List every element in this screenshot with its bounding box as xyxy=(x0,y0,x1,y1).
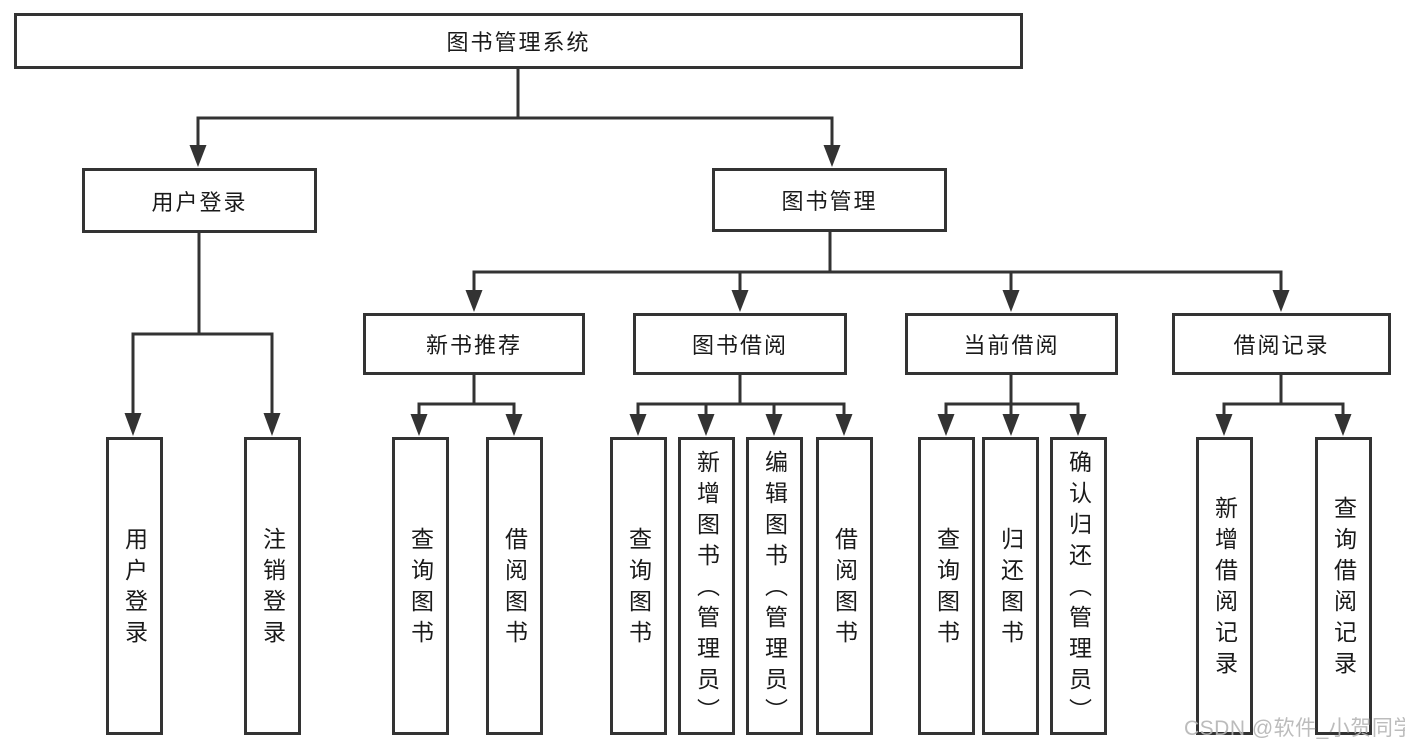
arrowhead-leaf-logout xyxy=(263,413,281,436)
node-root: 图书管理系统 xyxy=(14,13,1023,69)
leaf-bb-borrow-books: 借阅图书 xyxy=(816,437,873,735)
node-current-borrow: 当前借阅 xyxy=(905,313,1118,375)
arrowhead-currentborrow xyxy=(1002,290,1020,312)
leaf-bb-query-books: 查询图书 xyxy=(610,437,667,735)
leaf-rec-query-record: 查询借阅记录 xyxy=(1315,437,1372,735)
arrowhead-bb-leaf2 xyxy=(697,414,715,436)
node-book-borrow: 图书借阅 xyxy=(633,313,847,375)
node-book-mgmt: 图书管理 xyxy=(712,168,947,232)
wire-bookmgmt-branch xyxy=(472,270,1283,292)
arrowhead-book-mgmt xyxy=(823,145,841,167)
arrowhead-bb-leaf4 xyxy=(835,414,853,436)
wire-userlogin-branch xyxy=(131,332,274,415)
wire-root-branch xyxy=(196,116,834,147)
arrowhead-rec-leaf1 xyxy=(1215,414,1233,436)
leaf-logout: 注销登录 xyxy=(244,437,301,735)
leaf-cb-query-books: 查询图书 xyxy=(918,437,975,735)
arrowhead-nb-leaf2 xyxy=(505,414,523,436)
arrowhead-leaf-login xyxy=(124,413,142,436)
leaf-cb-confirm-return-admin: 确认归还（管理员） xyxy=(1050,437,1107,735)
arrowhead-cb-leaf3 xyxy=(1069,414,1087,436)
arrowhead-bb-leaf3 xyxy=(765,414,783,436)
leaf-nb-query-books: 查询图书 xyxy=(392,437,449,735)
arrowhead-user-login xyxy=(189,145,207,167)
node-user-login: 用户登录 xyxy=(82,168,317,233)
leaf-nb-borrow-books: 借阅图书 xyxy=(486,437,543,735)
leaf-bb-add-books-admin: 新增图书（管理员） xyxy=(678,437,735,735)
leaf-cb-return-books: 归还图书 xyxy=(982,437,1039,735)
arrowhead-newbooks xyxy=(465,290,483,312)
wire-records-branch xyxy=(1222,402,1345,416)
arrowhead-cb-leaf1 xyxy=(937,414,955,436)
wire-bookborrow-branch xyxy=(636,402,846,416)
leaf-rec-add-record: 新增借阅记录 xyxy=(1196,437,1253,735)
leaf-bb-edit-books-admin: 编辑图书（管理员） xyxy=(746,437,803,735)
wire-currentborrow-branch xyxy=(944,402,1080,416)
arrowhead-nb-leaf1 xyxy=(410,414,428,436)
node-new-books: 新书推荐 xyxy=(363,313,585,375)
arrowhead-rec-leaf2 xyxy=(1334,414,1352,436)
node-borrow-records: 借阅记录 xyxy=(1172,313,1391,375)
arrowhead-cb-leaf2 xyxy=(1002,414,1020,436)
arrowhead-bookborrow xyxy=(731,290,749,312)
wire-newbooks-branch xyxy=(417,402,516,416)
leaf-user-login: 用户登录 xyxy=(106,437,163,735)
csdn-watermark: CSDN @软件_小贺同学 xyxy=(1184,717,1405,740)
arrowhead-records xyxy=(1272,290,1290,312)
arrowhead-bb-leaf1 xyxy=(629,414,647,436)
